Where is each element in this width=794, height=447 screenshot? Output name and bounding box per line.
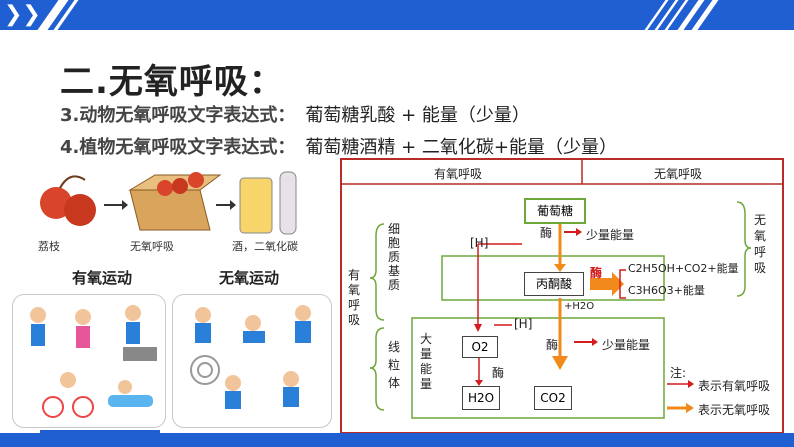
mitochondria-label: 线粒体 <box>388 340 401 390</box>
co2-box: CO2 <box>534 386 572 410</box>
legend-anaerobic: 表示无氧呼吸 <box>698 403 771 417</box>
anaerobic-side-label: 无氧呼吸 <box>754 213 767 275</box>
glucose-box: 葡萄糖 <box>524 198 586 224</box>
header-aerobic: 有氧呼吸 <box>434 167 483 181</box>
aerobic-side-label: 有氧呼吸 <box>348 268 361 327</box>
cytoplasm-label: 细胞质基质 <box>388 222 401 292</box>
diagram-lines <box>342 160 782 419</box>
equation-label: 4.植物无氧呼吸文字表达式： <box>60 137 296 158</box>
equation-value: 葡萄糖酒精 + 二氧化碳+能量（少量） <box>305 137 617 158</box>
equation-value: 葡萄糖乳酸 + 能量（少量） <box>305 105 530 126</box>
chevron-right-icon: ❯❯ <box>4 2 41 27</box>
little-energy-label: 少量能量 <box>586 228 635 242</box>
ethanol-product: C2H5OH+CO2+能量 <box>628 262 739 275</box>
h-label: [H] <box>470 236 489 250</box>
legend-aerobic: 表示有氧呼吸 <box>698 379 771 393</box>
water-label: +H2O <box>564 301 595 312</box>
little-energy-label: 少量能量 <box>602 338 651 352</box>
animal-equation: 3.动物无氧呼吸文字表达式： 葡萄糖乳酸 + 能量（少量） <box>60 101 530 127</box>
o2-box: O2 <box>462 336 498 358</box>
aerobic-panel <box>12 294 166 428</box>
decor-stripe <box>40 430 160 434</box>
lactate-product: C3H6O3+能量 <box>628 284 705 297</box>
caption-anaerobic: 无氧呼吸 <box>130 240 174 253</box>
enzyme-label: 酶 <box>546 338 559 352</box>
page-title: 二.无氧呼吸： <box>60 62 284 102</box>
plant-equation: 4.植物无氧呼吸文字表达式： 葡萄糖酒精 + 二氧化碳+能量（少量） <box>60 133 617 159</box>
pyruvate-box: 丙酮酸 <box>524 272 584 296</box>
enzyme-label: 酶 <box>540 226 553 240</box>
anaerobic-exercise-label: 无氧运动 <box>219 269 280 287</box>
note-label: 注: <box>670 366 687 380</box>
equation-label: 3.动物无氧呼吸文字表达式： <box>60 105 296 126</box>
fermentation-illustration: 荔枝 无氧呼吸 酒，二氧化碳 <box>30 160 330 255</box>
much-energy-label: 大量能量 <box>420 332 433 391</box>
h-label: [H] <box>514 317 533 331</box>
anaerobic-figures <box>190 305 311 409</box>
aerobic-exercise-label: 有氧运动 <box>72 269 133 287</box>
header-anaerobic: 无氧呼吸 <box>654 167 703 181</box>
enzyme-label: 酶 <box>590 266 603 280</box>
respiration-diagram: 有氧呼吸 无氧呼吸 葡萄糖 酶 少量能量 [H] 丙酮酸 酶 C2H5OH+CO… <box>340 158 784 434</box>
h2o-box: H2O <box>462 386 500 410</box>
caption-alcohol: 酒，二氧化碳 <box>232 240 298 253</box>
enzyme-label: 酶 <box>492 366 505 380</box>
bottom-banner <box>0 433 794 447</box>
fermentation-picture <box>40 171 297 235</box>
caption-lychee: 荔枝 <box>38 240 60 253</box>
top-banner: ❯❯ <box>0 0 794 30</box>
aerobic-figures <box>30 305 157 418</box>
anaerobic-panel <box>172 294 332 428</box>
